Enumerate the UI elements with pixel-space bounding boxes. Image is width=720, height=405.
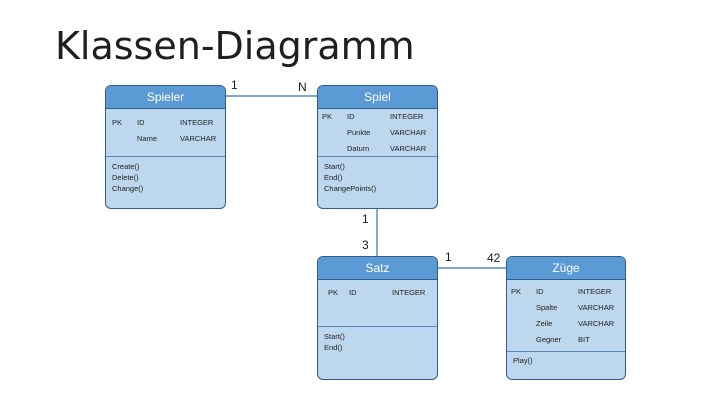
attribute-row: PK ID INTEGER [106,115,225,131]
attribute-type: INTEGER [392,288,426,297]
class-spieler-attributes: PK ID INTEGER Name VARCHAR [106,109,225,157]
attribute-type: INTEGER [180,118,214,127]
attribute-row: Zeile VARCHAR [507,316,625,332]
attribute-name: ID [137,118,145,127]
attribute-type: BIT [578,335,590,344]
class-spieler-methods: Create() Delete() Change() [106,157,225,194]
attribute-name: Spalte [536,303,558,312]
method-item: Change() [112,184,144,193]
multiplicity-spieler-spiel-to: N [298,80,307,94]
class-satz-title: Satz [318,257,437,280]
method-item: Delete() [112,173,139,182]
class-zuege[interactable]: Züge PK ID INTEGER Spalte VARCHAR Zeile … [506,256,626,380]
attribute-type: INTEGER [578,287,612,296]
multiplicity-satz-zuege-from: 1 [445,250,452,264]
method-item: End() [324,343,343,352]
method-item: Start() [324,332,345,341]
method-item: Create() [112,162,140,171]
attribute-key: PK [112,118,123,127]
class-spiel-methods: Start() End() ChangePoints() [318,157,437,194]
attribute-name: Gegner [536,335,562,344]
attribute-type: VARCHAR [180,134,217,143]
attribute-row: Gegner BIT [507,332,625,348]
multiplicity-spiel-satz-from: 1 [362,212,369,226]
attribute-row: Punkte VARCHAR [318,125,437,141]
class-spiel-attributes: PK ID INTEGER Punkte VARCHAR Datum VARCH… [318,109,437,157]
attribute-name: Zeile [536,319,553,328]
method-item: Start() [324,162,345,171]
attribute-name: Datum [347,144,370,153]
class-zuege-attributes: PK ID INTEGER Spalte VARCHAR Zeile VARCH… [507,280,625,352]
class-spiel-title: Spiel [318,86,437,109]
attribute-key: PK [511,287,522,296]
slide-title: Klassen-Diagramm [55,24,415,68]
method-item: End() [324,173,343,182]
method-item: ChangePoints() [324,184,377,193]
attribute-name: Punkte [347,128,371,137]
attribute-type: VARCHAR [578,303,615,312]
attribute-row: PK ID INTEGER [318,285,437,301]
class-zuege-methods: Play() [507,352,625,366]
attribute-row: PK ID INTEGER [318,109,437,125]
attribute-key: PK [328,288,339,297]
multiplicity-spiel-satz-to: 3 [362,238,369,252]
class-zuege-title: Züge [507,257,625,280]
attribute-type: VARCHAR [578,319,615,328]
attribute-type: VARCHAR [390,144,427,153]
method-item: Play() [513,356,533,365]
attribute-name: ID [347,112,355,121]
multiplicity-satz-zuege-to: 42 [487,251,501,265]
attribute-name: Name [137,134,158,143]
attribute-key: PK [322,112,333,121]
attribute-name: ID [536,287,544,296]
multiplicity-spieler-spiel-from: 1 [231,78,238,92]
class-satz-methods: Start() End() [318,327,437,353]
attribute-row: PK ID INTEGER [507,284,625,300]
attribute-type: VARCHAR [390,128,427,137]
class-spiel[interactable]: Spiel PK ID INTEGER Punkte VARCHAR Datum… [317,85,438,209]
attribute-type: INTEGER [390,112,424,121]
attribute-row: Name VARCHAR [106,131,225,147]
class-spieler[interactable]: Spieler PK ID INTEGER Name VARCHAR Creat… [105,85,226,209]
class-satz-attributes: PK ID INTEGER [318,280,437,327]
attribute-name: ID [349,288,357,297]
attribute-row: Spalte VARCHAR [507,300,625,316]
class-satz[interactable]: Satz PK ID INTEGER Start() End() [317,256,438,380]
class-spieler-title: Spieler [106,86,225,109]
attribute-row: Datum VARCHAR [318,141,437,157]
